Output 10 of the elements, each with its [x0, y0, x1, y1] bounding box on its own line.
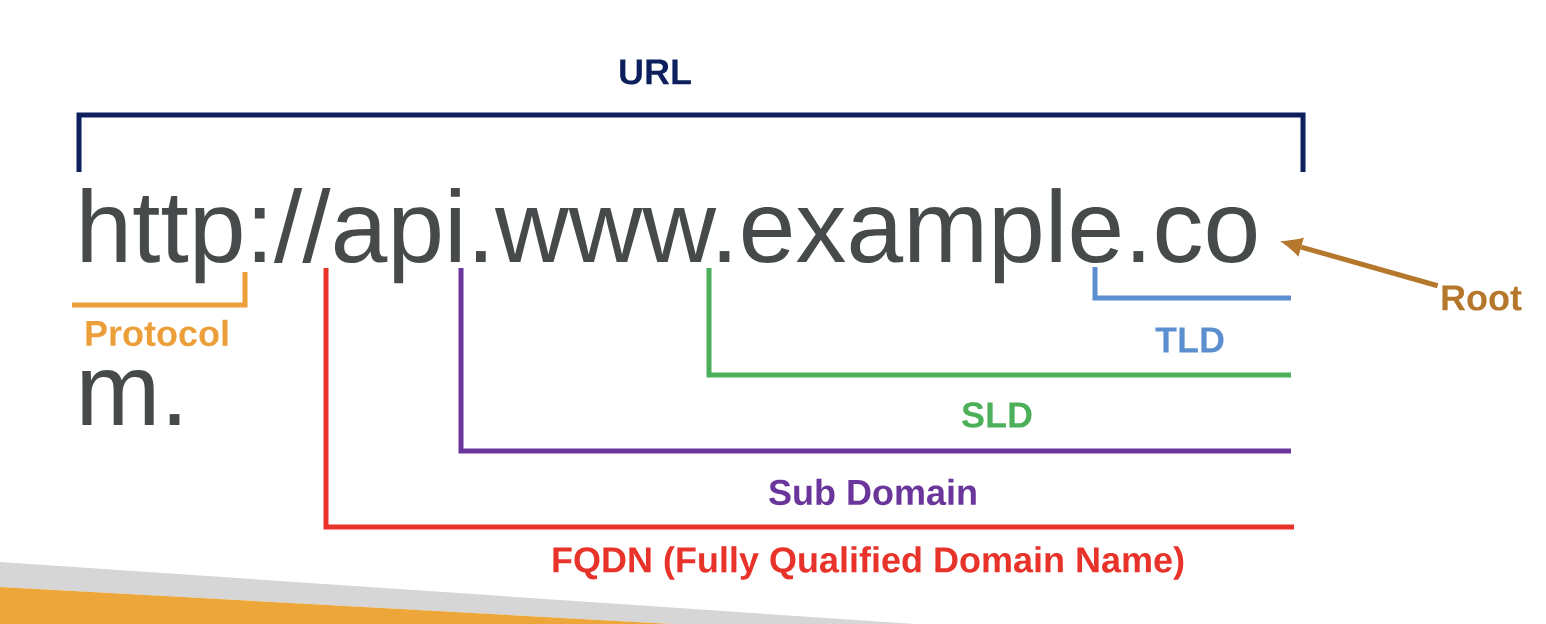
- bracket-label: Sub Domain: [769, 478, 976, 506]
- bracket-label: SLD: [962, 402, 1032, 428]
- bracket-label: URL: [620, 59, 691, 85]
- bracket-label: TLD: [1155, 327, 1224, 353]
- bracket-label: FQDN (Fully Qualified Domain Name): [553, 546, 1184, 580]
- leader-arrow: [1279, 237, 1439, 289]
- url-text: http://api.www.example.co: [82, 188, 1256, 284]
- callout-label: Root: [1442, 285, 1522, 311]
- bracket-label: Protocol: [86, 319, 228, 347]
- url-text: m.: [82, 370, 180, 425]
